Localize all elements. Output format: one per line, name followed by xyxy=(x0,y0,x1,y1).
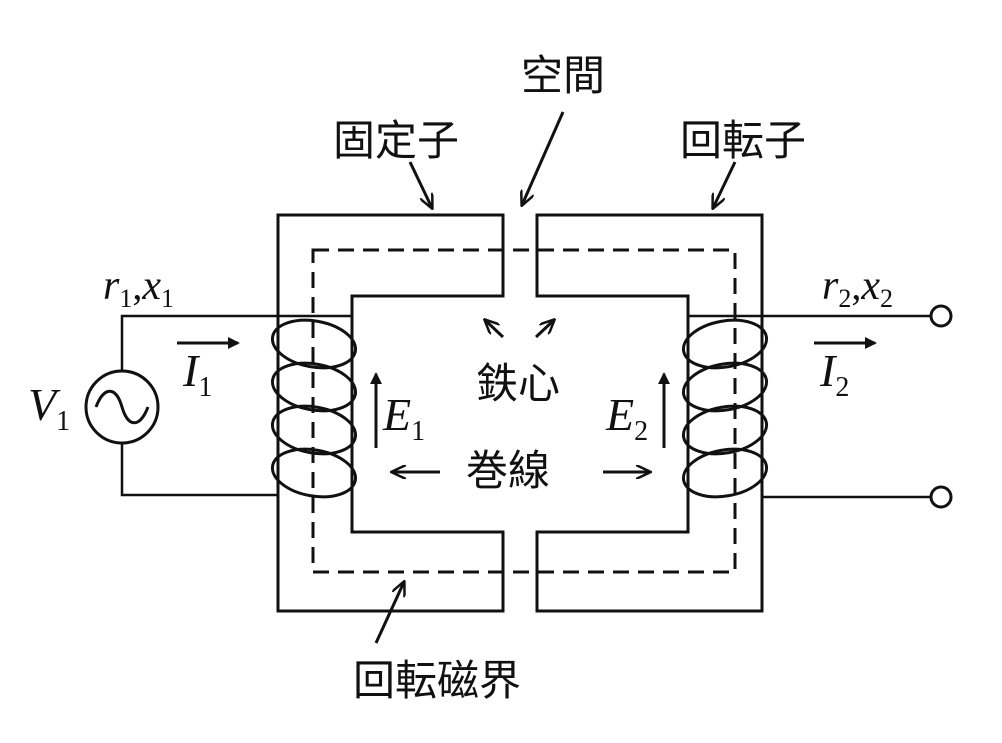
primary-top-wire xyxy=(120,314,352,372)
gap-pointer-arrow xyxy=(522,111,565,205)
rotor-label: 回転子 xyxy=(680,116,806,165)
rotor-winding-coil xyxy=(681,318,769,499)
primary-current-label: I1 xyxy=(182,345,212,403)
primary-bottom-wire xyxy=(120,442,278,497)
secondary-terminal-top xyxy=(929,304,953,328)
core-label: 鉄心 xyxy=(476,359,560,408)
primary-voltage-label: V1 xyxy=(28,379,70,437)
gap-label: 空間 xyxy=(521,51,605,100)
rotor-pointer-arrow xyxy=(713,161,737,208)
rotating-field-pointer-arrow xyxy=(374,582,404,644)
stator-pointer-arrow xyxy=(408,161,432,208)
stator-label: 固定子 xyxy=(333,116,459,165)
secondary-terminal-bottom xyxy=(929,485,953,509)
secondary-impedance-label: r2,x2 xyxy=(822,263,893,313)
secondary-current-label: I2 xyxy=(819,345,849,403)
primary-impedance-label: r1,x1 xyxy=(103,263,174,313)
secondary-emf-label: E2 xyxy=(605,389,648,447)
rotor-core xyxy=(535,213,764,613)
ac-source-icon xyxy=(84,369,160,445)
core-pointer-arrow-right xyxy=(534,320,554,339)
core-pointer-arrow-left xyxy=(485,320,505,339)
primary-emf-label: E1 xyxy=(382,389,425,447)
stator-winding-coil xyxy=(270,318,358,499)
rotating-field-flux-path xyxy=(311,248,737,574)
winding-label: 巻線 xyxy=(466,446,550,495)
stator-core xyxy=(276,213,505,613)
rotating-field-label: 回転磁界 xyxy=(353,656,521,705)
